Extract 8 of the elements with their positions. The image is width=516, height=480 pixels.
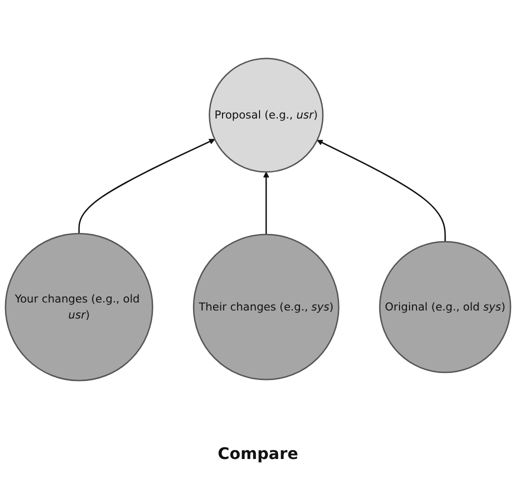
node-circle: Proposal (e.g., usr) [208, 58, 324, 174]
caption-label: Compare [218, 444, 298, 463]
node-circle: Their changes (e.g., sys) [192, 234, 340, 381]
arrow [316, 140, 446, 242]
arrow [263, 172, 270, 235]
node-circle: Original (e.g., old sys) [379, 241, 512, 374]
node-circle: Your changes (e.g., old usr) [4, 233, 154, 382]
arrow [78, 139, 216, 234]
